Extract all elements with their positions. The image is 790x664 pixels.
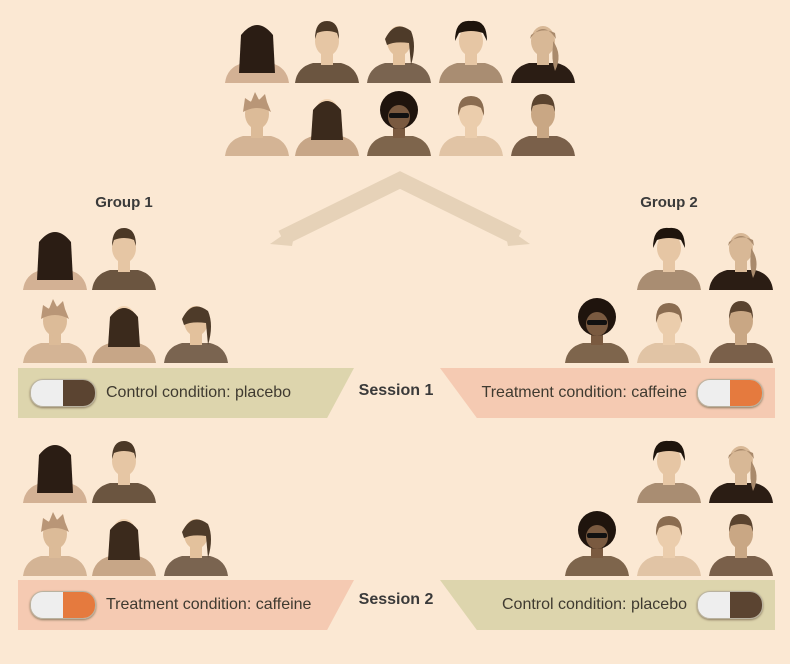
- session-2-right-text: Control condition: placebo: [501, 596, 687, 613]
- group-2-avatar: [707, 295, 775, 363]
- session-2-right-band: Control condition: placebo: [440, 580, 775, 630]
- group-1-avatar: [162, 508, 230, 576]
- caffeine-pill-icon: [697, 379, 763, 407]
- person-avatar: [365, 88, 433, 156]
- group-2-avatar: [635, 508, 703, 576]
- session-1-label: Session 1: [358, 382, 434, 399]
- group-2-avatar: [635, 435, 703, 503]
- placebo-pill-icon: [30, 379, 96, 407]
- group-1-avatar: [21, 222, 89, 290]
- caffeine-pill-icon: [30, 591, 96, 619]
- session-2-left-text: Treatment condition: caffeine: [106, 596, 312, 613]
- person-avatar: [293, 15, 361, 83]
- group-1-avatar: [90, 295, 158, 363]
- session-1-right-text: Treatment condition: caffeine: [481, 384, 687, 401]
- person-avatar: [223, 15, 291, 83]
- person-avatar: [223, 88, 291, 156]
- group-1-avatar: [21, 295, 89, 363]
- person-avatar: [437, 88, 505, 156]
- person-avatar: [437, 15, 505, 83]
- group-1-avatar: [162, 295, 230, 363]
- session-1-right-band: Treatment condition: caffeine: [440, 368, 775, 418]
- person-avatar: [293, 88, 361, 156]
- session-2-left-band: Treatment condition: caffeine: [18, 580, 354, 630]
- group-1-label: Group 1: [95, 194, 153, 211]
- session-1-left-band: Control condition: placebo: [18, 368, 354, 418]
- group-1-avatar: [90, 222, 158, 290]
- group-2-avatar: [707, 222, 775, 290]
- group-2-label: Group 2: [640, 194, 698, 211]
- group-2-avatar: [635, 222, 703, 290]
- person-avatar: [509, 88, 577, 156]
- person-avatar: [509, 15, 577, 83]
- person-avatar: [365, 15, 433, 83]
- placebo-pill-icon: [697, 591, 763, 619]
- group-2-avatar: [635, 295, 703, 363]
- group-1-avatar: [21, 508, 89, 576]
- group-2-avatar: [707, 508, 775, 576]
- session-1-left-text: Control condition: placebo: [106, 384, 292, 401]
- group-2-avatar: [563, 295, 631, 363]
- group-1-avatar: [90, 435, 158, 503]
- group-2-avatar: [707, 435, 775, 503]
- session-2-label: Session 2: [358, 591, 434, 608]
- group-2-avatar: [563, 508, 631, 576]
- group-1-avatar: [90, 508, 158, 576]
- group-1-avatar: [21, 435, 89, 503]
